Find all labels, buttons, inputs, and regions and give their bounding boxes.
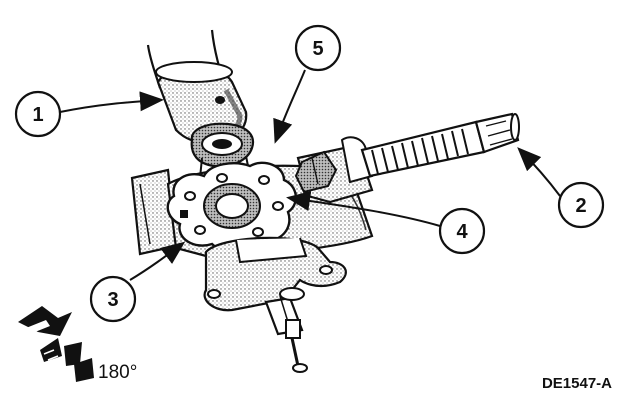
splined-shaft	[360, 112, 520, 178]
leader-3	[129, 241, 186, 281]
callout-2: 2	[557, 181, 605, 229]
rotation-label: 180°	[98, 362, 137, 383]
adjuster-nut	[294, 150, 338, 194]
leader-4	[286, 191, 441, 227]
callout-5: 5	[294, 24, 342, 72]
universal-joint	[190, 122, 255, 179]
rotate-arrow-icon	[18, 306, 94, 382]
callout-5-label: 5	[312, 38, 323, 60]
figure-id: DE1547-A	[542, 375, 612, 392]
callout-1: 1	[14, 90, 62, 138]
valve-flange-plate	[166, 161, 297, 253]
callout-3-label: 3	[107, 289, 118, 311]
callout-4: 4	[438, 207, 486, 255]
callout-1-label: 1	[32, 104, 43, 126]
mounting-bracket	[203, 236, 347, 312]
leader-2	[517, 147, 561, 197]
leader-1	[59, 91, 164, 113]
lower-stud	[264, 287, 308, 373]
callout-3: 3	[89, 275, 137, 323]
callout-2-label: 2	[575, 195, 586, 217]
callout-4-label: 4	[456, 221, 468, 243]
callout-leaders	[59, 69, 561, 281]
leader-5	[273, 69, 306, 144]
